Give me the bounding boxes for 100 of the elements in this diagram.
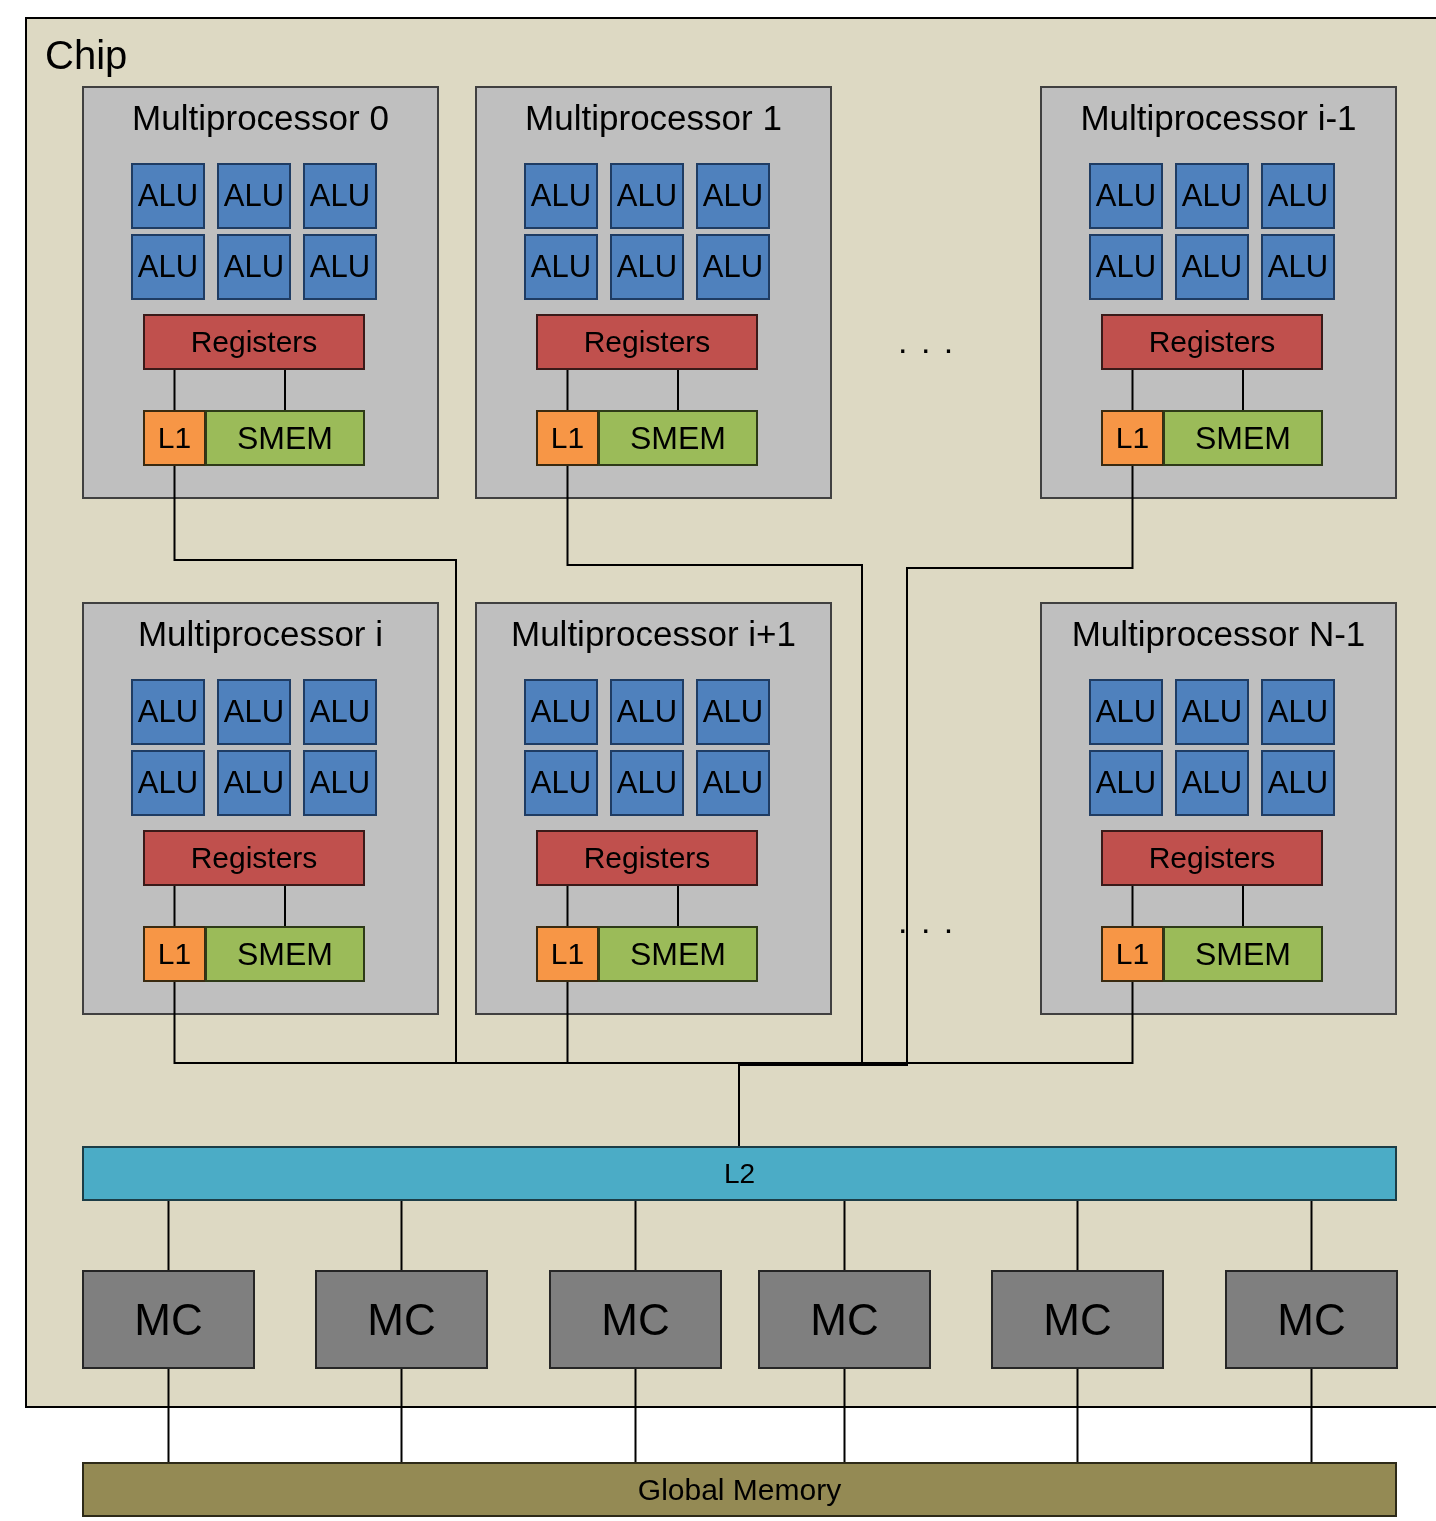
connector-line <box>677 369 679 411</box>
shared-memory-block: SMEM <box>1163 926 1323 982</box>
connector-line <box>1310 1200 1313 1271</box>
ellipsis-text: . . . <box>898 902 956 941</box>
alu-block: ALU <box>1175 234 1249 300</box>
alu-block: ALU <box>1261 163 1335 229</box>
connector-line <box>634 1368 637 1463</box>
register-block: Registers <box>143 314 365 370</box>
connector-line <box>167 1200 170 1271</box>
register-block: Registers <box>536 314 758 370</box>
memory-controller-block: MC <box>1225 1270 1398 1369</box>
connector-line <box>1242 369 1244 411</box>
alu-block: ALU <box>1261 234 1335 300</box>
connector-line <box>1242 885 1244 927</box>
connector-line <box>1131 885 1134 927</box>
shared-memory-block: SMEM <box>205 926 365 982</box>
panel-title: Multiprocessor 0 <box>131 98 390 138</box>
alu-block: ALU <box>1175 679 1249 745</box>
multiprocessor-panel <box>475 602 832 1015</box>
chip-panel <box>25 17 1436 1408</box>
alu-block: ALU <box>217 750 291 816</box>
connector-line <box>677 885 679 927</box>
alu-block: ALU <box>1089 679 1163 745</box>
shared-memory-block: SMEM <box>598 410 758 466</box>
memory-controller-block: MC <box>82 1270 255 1369</box>
alu-block: ALU <box>524 679 598 745</box>
memory-controller-block: MC <box>758 1270 931 1369</box>
alu-block: ALU <box>524 750 598 816</box>
alu-block: ALU <box>303 163 377 229</box>
memory-controller-block: MC <box>991 1270 1164 1369</box>
connector-line <box>843 1200 846 1271</box>
register-block: Registers <box>1101 314 1323 370</box>
connector-line <box>167 1368 170 1463</box>
alu-block: ALU <box>1175 750 1249 816</box>
alu-block: ALU <box>303 234 377 300</box>
connector-line <box>173 885 176 927</box>
alu-block: ALU <box>303 679 377 745</box>
connector-line <box>400 1368 403 1463</box>
l1-cache-block: L1 <box>1101 410 1164 466</box>
alu-block: ALU <box>217 163 291 229</box>
l1-cache-block: L1 <box>536 926 599 982</box>
connector-line <box>1131 369 1134 411</box>
alu-block: ALU <box>131 234 205 300</box>
register-block: Registers <box>143 830 365 886</box>
panel-title: Multiprocessor 1 <box>524 98 783 138</box>
alu-block: ALU <box>696 750 770 816</box>
alu-block: ALU <box>696 163 770 229</box>
multiprocessor-panel <box>1040 86 1397 499</box>
alu-block: ALU <box>217 679 291 745</box>
connector-line <box>843 1368 846 1463</box>
alu-block: ALU <box>610 750 684 816</box>
shared-memory-block: SMEM <box>1163 410 1323 466</box>
ellipsis-text: . . . <box>898 322 956 361</box>
connector-line <box>1076 1200 1079 1271</box>
alu-block: ALU <box>217 234 291 300</box>
panel-title: Chip <box>45 33 128 78</box>
alu-block: ALU <box>1089 163 1163 229</box>
l2-cache-bar: L2 <box>82 1146 1397 1201</box>
l1-cache-block: L1 <box>1101 926 1164 982</box>
alu-block: ALU <box>696 679 770 745</box>
alu-block: ALU <box>1089 234 1163 300</box>
alu-block: ALU <box>1261 750 1335 816</box>
register-block: Registers <box>536 830 758 886</box>
connector-line <box>634 1200 637 1271</box>
alu-block: ALU <box>1089 750 1163 816</box>
multiprocessor-panel <box>82 602 439 1015</box>
global-memory-bar: Global Memory <box>82 1462 1397 1517</box>
alu-block: ALU <box>610 163 684 229</box>
alu-block: ALU <box>131 163 205 229</box>
alu-block: ALU <box>1175 163 1249 229</box>
multiprocessor-panel <box>475 86 832 499</box>
panel-title: Multiprocessor i <box>136 614 385 654</box>
panel-title: Multiprocessor i-1 <box>1079 98 1358 138</box>
connector-line <box>566 885 569 927</box>
alu-block: ALU <box>696 234 770 300</box>
alu-block: ALU <box>1261 679 1335 745</box>
connector-line <box>1310 1368 1313 1463</box>
connector-line <box>173 369 176 411</box>
l1-cache-block: L1 <box>143 410 206 466</box>
multiprocessor-panel <box>82 86 439 499</box>
connector-line <box>566 369 569 411</box>
alu-block: ALU <box>524 163 598 229</box>
connector-line <box>400 1200 403 1271</box>
shared-memory-block: SMEM <box>598 926 758 982</box>
alu-block: ALU <box>131 750 205 816</box>
register-block: Registers <box>1101 830 1323 886</box>
l1-cache-block: L1 <box>536 410 599 466</box>
multiprocessor-panel <box>1040 602 1397 1015</box>
connector-line <box>284 885 286 927</box>
panel-title: Multiprocessor i+1 <box>510 614 797 654</box>
alu-block: ALU <box>303 750 377 816</box>
l1-cache-block: L1 <box>143 926 206 982</box>
connector-line <box>1076 1368 1079 1463</box>
alu-block: ALU <box>610 234 684 300</box>
panel-title: Multiprocessor N-1 <box>1070 614 1367 654</box>
connector-line <box>284 369 286 411</box>
alu-block: ALU <box>610 679 684 745</box>
memory-controller-block: MC <box>315 1270 488 1369</box>
alu-block: ALU <box>131 679 205 745</box>
alu-block: ALU <box>524 234 598 300</box>
